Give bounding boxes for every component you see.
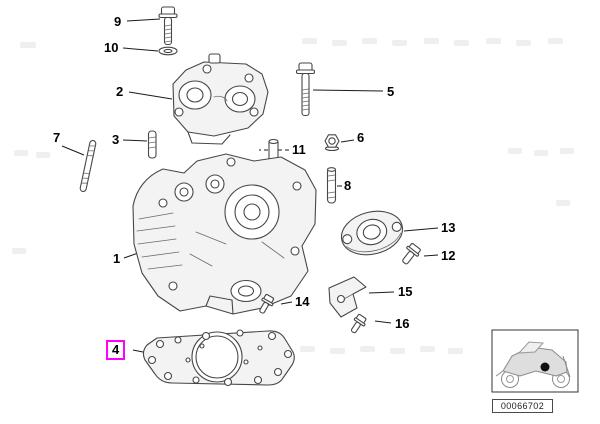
callout-5[interactable]: 5 xyxy=(387,84,395,99)
screw-16-drawing xyxy=(350,313,367,334)
stud-8-drawing xyxy=(326,167,337,204)
callout-4-box[interactable]: 4 xyxy=(106,340,126,360)
image-code: 00066702 xyxy=(492,399,553,413)
dowel-11-drawing xyxy=(268,138,279,162)
camshaft-carrier-2-drawing xyxy=(172,53,269,145)
bolt-9-drawing xyxy=(158,6,178,46)
callout-3[interactable]: 3 xyxy=(112,132,120,147)
stud-3-drawing xyxy=(147,130,157,159)
nut-6-drawing xyxy=(324,134,340,152)
callout-7[interactable]: 7 xyxy=(53,130,61,145)
bolt-5-drawing xyxy=(295,62,316,117)
bracket-15-drawing xyxy=(328,276,367,318)
callout-16[interactable]: 16 xyxy=(395,316,410,331)
callout-10[interactable]: 10 xyxy=(104,40,119,55)
callout-6[interactable]: 6 xyxy=(357,130,365,145)
callout-11[interactable]: 11 xyxy=(292,142,306,157)
callout-9[interactable]: 9 xyxy=(114,14,122,29)
vehicle-thumbnail xyxy=(491,329,579,393)
callout-8[interactable]: 8 xyxy=(344,178,352,193)
motorcycle-icon xyxy=(495,341,571,388)
callout-14[interactable]: 14 xyxy=(295,294,310,309)
watermark-artifacts xyxy=(12,38,574,354)
callout-1[interactable]: 1 xyxy=(113,251,121,266)
callout-12[interactable]: 12 xyxy=(441,248,456,263)
stud-7-drawing xyxy=(79,139,97,193)
callout-15[interactable]: 15 xyxy=(398,284,413,299)
head-gasket-4-drawing xyxy=(142,329,295,387)
cylinder-head-1-drawing xyxy=(132,153,317,315)
screw-12-drawing xyxy=(402,243,421,265)
thermostat-cover-13-drawing xyxy=(340,210,404,256)
callout-2[interactable]: 2 xyxy=(116,84,124,99)
screw-14-drawing xyxy=(259,294,275,314)
callout-13[interactable]: 13 xyxy=(441,220,456,235)
callout-4[interactable]: 4 xyxy=(112,342,120,357)
washer-10-drawing xyxy=(158,46,178,56)
